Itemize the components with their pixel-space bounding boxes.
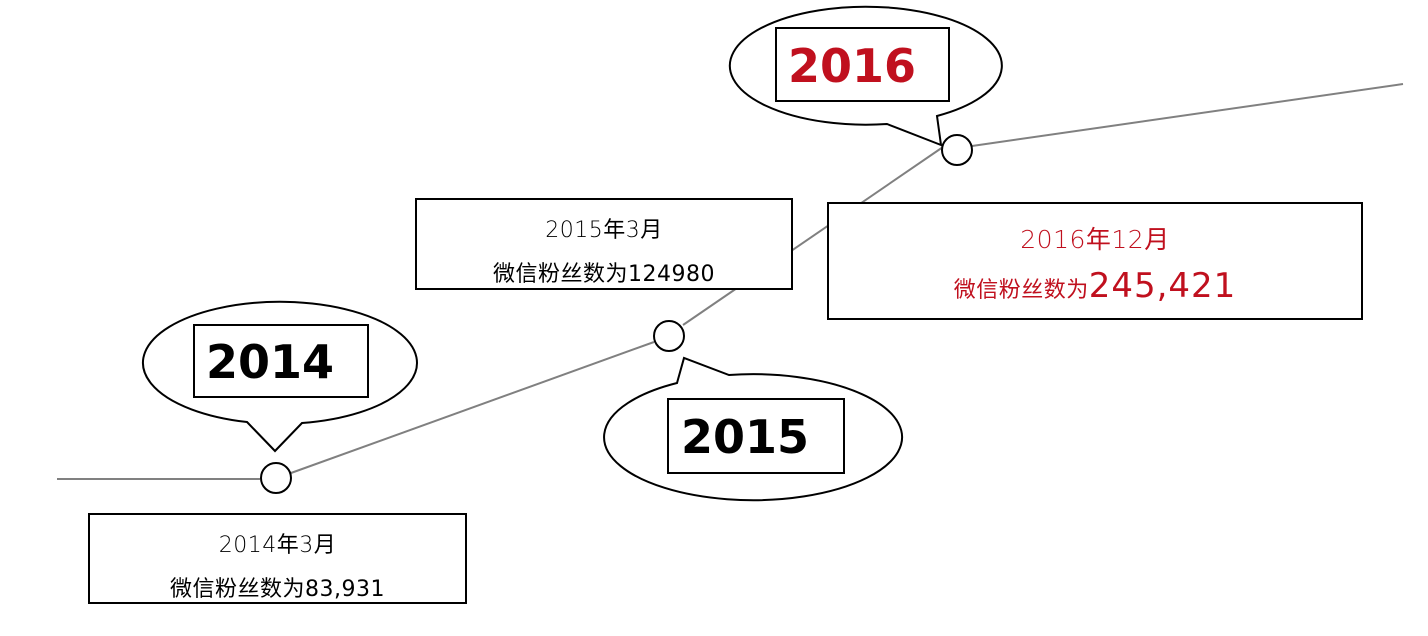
date-2016: 2016年12月	[1020, 225, 1170, 254]
node-2015	[653, 320, 685, 352]
node-2016	[941, 134, 973, 166]
node-2014	[260, 462, 292, 494]
fans-value-2015: 124980	[628, 262, 715, 287]
year-label-2016: 2016	[788, 39, 916, 93]
fans-prefix-2016: 微信粉丝数为	[953, 278, 1089, 303]
fans-value-2014: 83,931	[305, 577, 385, 602]
fans-value-2016: 245,421	[1088, 266, 1237, 306]
timeline-segment-2014-2015	[290, 341, 655, 474]
year-label-2014: 2014	[206, 335, 334, 389]
bubble-2014: 2014	[141, 300, 418, 453]
fans-count-2015: 微信粉丝数为124980	[417, 256, 791, 288]
bubble-2015: 2015	[603, 356, 903, 502]
year-label-2015: 2015	[681, 410, 809, 464]
date-2014: 2014年3月	[218, 533, 337, 558]
timeline-segment-2015-2016	[682, 146, 944, 326]
fans-count-2016: 微信粉丝数为245,421	[829, 266, 1361, 306]
timeline-segment-end	[971, 83, 1404, 147]
fans-count-2014: 微信粉丝数为83,931	[90, 571, 465, 603]
year-box-2016	[775, 27, 950, 102]
fans-prefix-2014: 微信粉丝数为	[170, 577, 306, 602]
date-2015: 2015年3月	[545, 218, 663, 243]
fans-prefix-2015: 微信粉丝数为	[493, 262, 629, 287]
bubble-2016: 2016	[728, 5, 1003, 147]
info-box-2016: 2016年12月 微信粉丝数为245,421	[827, 202, 1363, 320]
timeline-nodes	[260, 134, 973, 494]
timeline-line	[57, 83, 1404, 480]
info-box-2015: 2015年3月 微信粉丝数为124980	[415, 198, 793, 290]
info-box-2014: 2014年3月 微信粉丝数为83,931	[88, 513, 467, 604]
year-box-2014	[193, 324, 369, 398]
year-box-2015	[667, 398, 845, 474]
